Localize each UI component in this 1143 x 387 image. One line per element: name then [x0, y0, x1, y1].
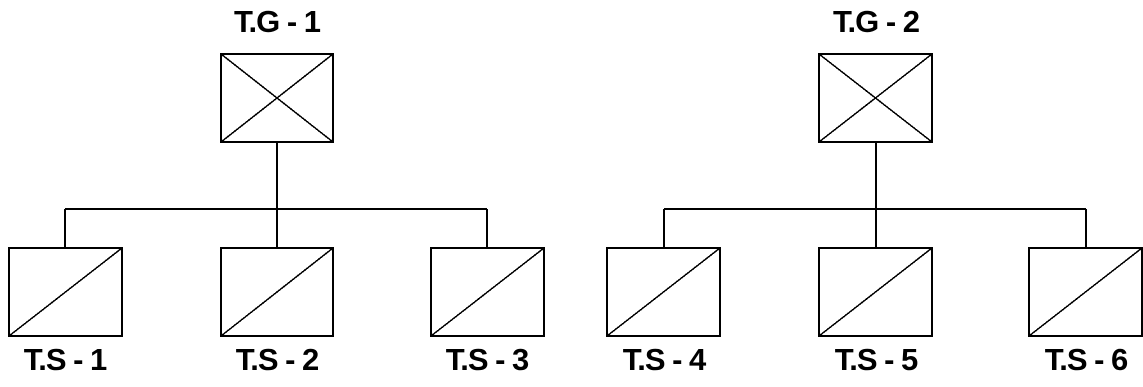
station-diag-3: [430, 247, 545, 337]
generator-cross-1b: [220, 53, 334, 143]
group-1: [8, 53, 545, 337]
group-2: [606, 53, 1143, 337]
station-label-3: T.S - 3: [445, 342, 530, 377]
generator-label-2: T.G - 2: [832, 4, 920, 39]
station-diag-4: [606, 247, 721, 337]
station-box-2: [220, 247, 334, 337]
station-label-4: T.S - 4: [622, 342, 707, 377]
station-box-3: [430, 247, 545, 337]
generator-cross-2b: [818, 53, 933, 143]
station-label-2: T.S - 2: [235, 342, 320, 377]
station-box-4: [606, 247, 721, 337]
station-box-5: [818, 247, 933, 337]
station-diag-6: [1028, 247, 1143, 337]
station-diag-2: [220, 247, 334, 337]
station-box-1: [8, 247, 123, 337]
station-diag-1: [8, 247, 123, 337]
generator-label-1: T.G - 1: [233, 4, 321, 39]
station-label-1: T.S - 1: [23, 342, 108, 377]
station-box-6: [1028, 247, 1143, 337]
station-label-6: T.S - 6: [1044, 342, 1129, 377]
station-label-5: T.S - 5: [834, 342, 919, 377]
station-diag-5: [818, 247, 933, 337]
